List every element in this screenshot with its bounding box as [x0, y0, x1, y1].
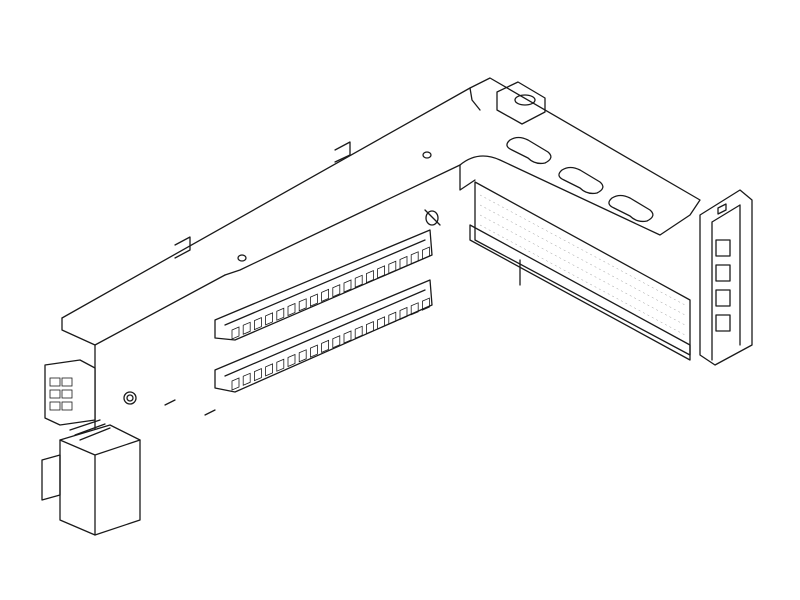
bracket-top-plate [61, 77, 701, 481]
slot-pin [298, 349, 307, 363]
slot-pin [321, 288, 329, 303]
slot-pin [377, 265, 385, 279]
slot-pin [276, 358, 285, 372]
slot-pin [410, 302, 419, 316]
slot-pin [422, 246, 430, 260]
slot-pin [310, 293, 318, 307]
slot-pin [287, 353, 296, 368]
pcie-slot-upper [214, 229, 433, 341]
slot-pin [332, 335, 341, 349]
slot-pin [265, 312, 273, 326]
slot-latch [424, 209, 441, 226]
slot-pin [388, 260, 397, 274]
slot-pin [231, 326, 240, 340]
slot-pin [310, 344, 318, 358]
right-slot-area [469, 181, 691, 361]
rear-io-bracket [699, 189, 753, 366]
slot-pin [321, 339, 329, 354]
slot-pin [354, 274, 363, 288]
slot-pin [254, 367, 262, 382]
slot-pin [422, 297, 430, 311]
slot-pin [276, 307, 285, 321]
slot-pin [287, 302, 296, 317]
slot-pin [242, 372, 251, 386]
slot-pin [332, 284, 341, 298]
left-connector-assembly [41, 359, 216, 536]
slot-pin [399, 306, 408, 321]
slot-pin [265, 363, 273, 377]
slot-pin [343, 330, 352, 344]
slot-pin [377, 316, 385, 330]
slot-pin [399, 255, 408, 270]
slot-pin [231, 377, 240, 391]
slot-pin [298, 298, 307, 312]
slot-pin [343, 279, 352, 293]
slot-pin [410, 251, 419, 265]
pcie-slot-lower [214, 279, 433, 393]
slot-pin [366, 269, 374, 284]
slot-pin [242, 321, 251, 335]
slot-pin [388, 311, 397, 325]
slot-pin [254, 316, 262, 331]
slot-pin [366, 320, 374, 335]
slot-pin [354, 325, 363, 339]
keyhole-slots [506, 136, 654, 223]
